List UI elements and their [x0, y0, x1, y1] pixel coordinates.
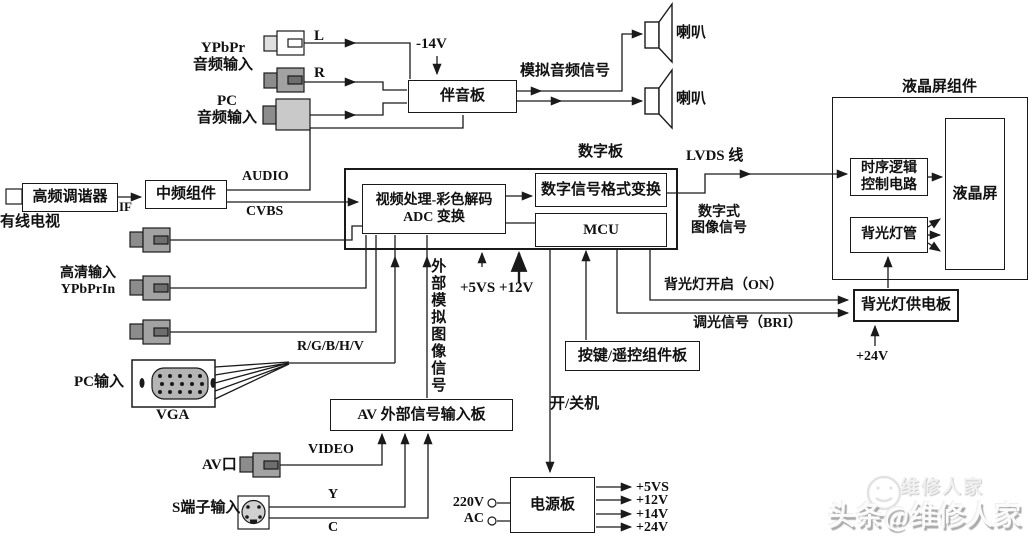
- watermark-ghost-text: 维修人家: [900, 477, 985, 498]
- vga-label: VGA: [156, 407, 190, 423]
- backlight-on-label: 背光灯开启（ON）: [664, 278, 783, 293]
- av-input-board-box: AV 外部信号输入板: [330, 399, 513, 431]
- hd-input-label: 高清输入 YPbPrIn: [60, 266, 116, 298]
- video-line: [280, 432, 387, 466]
- speaker2-icon: [644, 67, 673, 130]
- backlight-on-line: [649, 248, 850, 305]
- rca-ypbpr1-connector-icon: [129, 227, 171, 253]
- r-label: R: [314, 65, 325, 81]
- minus14v-label: -14V: [416, 36, 447, 52]
- y-line: [269, 432, 410, 508]
- ypbpr-pb-line: [170, 235, 367, 289]
- ypbpr-audio-input-label: YPbPr 音频输入: [192, 40, 253, 74]
- digital-image-signal-label: 数字式 图像信号: [691, 205, 747, 237]
- connector-icons: [5, 1, 673, 530]
- watermark-text: 头条@维修人家: [828, 501, 1023, 531]
- digital-board-box: [344, 168, 678, 250]
- cvbs-label: CVBS: [246, 204, 284, 219]
- tuner-box: 高频调谐器: [22, 183, 118, 212]
- audio-board-box: 伴音板: [408, 80, 517, 113]
- vga-connector-icon: [131, 359, 216, 408]
- dim-line: [616, 248, 850, 318]
- r-audio-line: [304, 81, 407, 91]
- if-module-box: 中频组件: [145, 180, 227, 209]
- c-label: C: [328, 520, 339, 535]
- video-label: VIDEO: [308, 442, 354, 457]
- rgbhv-label: R/G/B/H/V: [297, 339, 364, 354]
- mains-lines: [497, 502, 510, 522]
- audio-signal-label: AUDIO: [242, 169, 289, 184]
- format-converter-box: 数字信号格式变换: [535, 173, 667, 207]
- pc-audio-input-label: PC 音频输入: [196, 93, 257, 127]
- keypad-board-box: 按键/遥控组件板: [565, 341, 700, 371]
- digital-board-label: 数字板: [578, 144, 624, 160]
- backlight-24v-label: +24V: [856, 349, 889, 364]
- out-5vs-label: +5VS: [636, 480, 669, 495]
- watermark-smiley-icon: [866, 475, 902, 511]
- out-12v-label: +12V: [636, 493, 669, 508]
- speaker1-line: [517, 29, 644, 92]
- ypbpr-y-line: [170, 225, 362, 241]
- av-port-label: AV口: [202, 457, 237, 473]
- analog-audio-label: 模拟音频信号: [520, 63, 611, 79]
- timing-control-box: 时序逻辑 控制电路: [850, 158, 928, 196]
- l-label: L: [314, 28, 325, 44]
- speaker1-label: 喇叭: [676, 25, 707, 41]
- y-label: Y: [328, 487, 339, 502]
- antenna-connector-icon: [5, 188, 23, 205]
- vga-fan-lines: [214, 361, 290, 400]
- out-24v-label: +24V: [636, 520, 669, 535]
- mains-ac-label: AC: [463, 511, 484, 526]
- mains-220v-label: 220V: [452, 495, 484, 510]
- cable-tv-label: 有线电视: [0, 214, 61, 230]
- rca-ypbpr3-connector-icon: [129, 319, 171, 345]
- mains-terminal-icon: [487, 516, 497, 526]
- mains-terminal-icon: [487, 498, 497, 508]
- lcd-assembly-label: 液晶屏组件: [902, 79, 978, 95]
- mcu-box: MCU: [535, 213, 667, 247]
- svideo-connector-icon: [237, 495, 270, 530]
- lvds-label: LVDS 线: [686, 148, 744, 164]
- rca-r-connector-icon: [263, 67, 305, 93]
- svideo-input-label: S端子输入: [172, 500, 241, 516]
- pc-audio-line: [310, 102, 407, 116]
- c-line: [269, 432, 433, 519]
- pc-audio-connector-icon: [262, 98, 311, 131]
- rca-ypbpr2-connector-icon: [129, 275, 171, 301]
- power-board-box: 电源板: [510, 477, 595, 533]
- rca-l-connector-icon: [263, 30, 305, 56]
- ypbpr-pr-line: [170, 235, 377, 333]
- rca-av-connector-icon: [239, 452, 281, 478]
- out-14v-label: +14V: [636, 507, 669, 522]
- speaker2-label: 喇叭: [676, 91, 707, 107]
- dim-signal-label: 调光信号（BRI）: [693, 316, 802, 331]
- power-onoff-label: 开/关机: [550, 396, 600, 412]
- backlight-tubes-box: 背光灯管: [850, 217, 928, 253]
- pc-input-label: PC输入: [74, 374, 124, 390]
- lcd-assembly-box: [832, 97, 1028, 280]
- lvds-line: [667, 169, 849, 194]
- speaker1-icon: [644, 1, 673, 64]
- if-label: IF: [119, 199, 132, 214]
- backlight-supply-box: 背光灯供电板: [853, 289, 959, 322]
- supply-in-label: +5VS +12V: [460, 280, 534, 296]
- l-audio-line: [304, 42, 411, 79]
- ext-analog-signal-label: 外部模拟图像信号: [429, 258, 446, 394]
- lcd-panel-box: 液晶屏: [945, 118, 1005, 270]
- video-processor-box: 视频处理-彩色解码 ADC 变换: [362, 184, 506, 234]
